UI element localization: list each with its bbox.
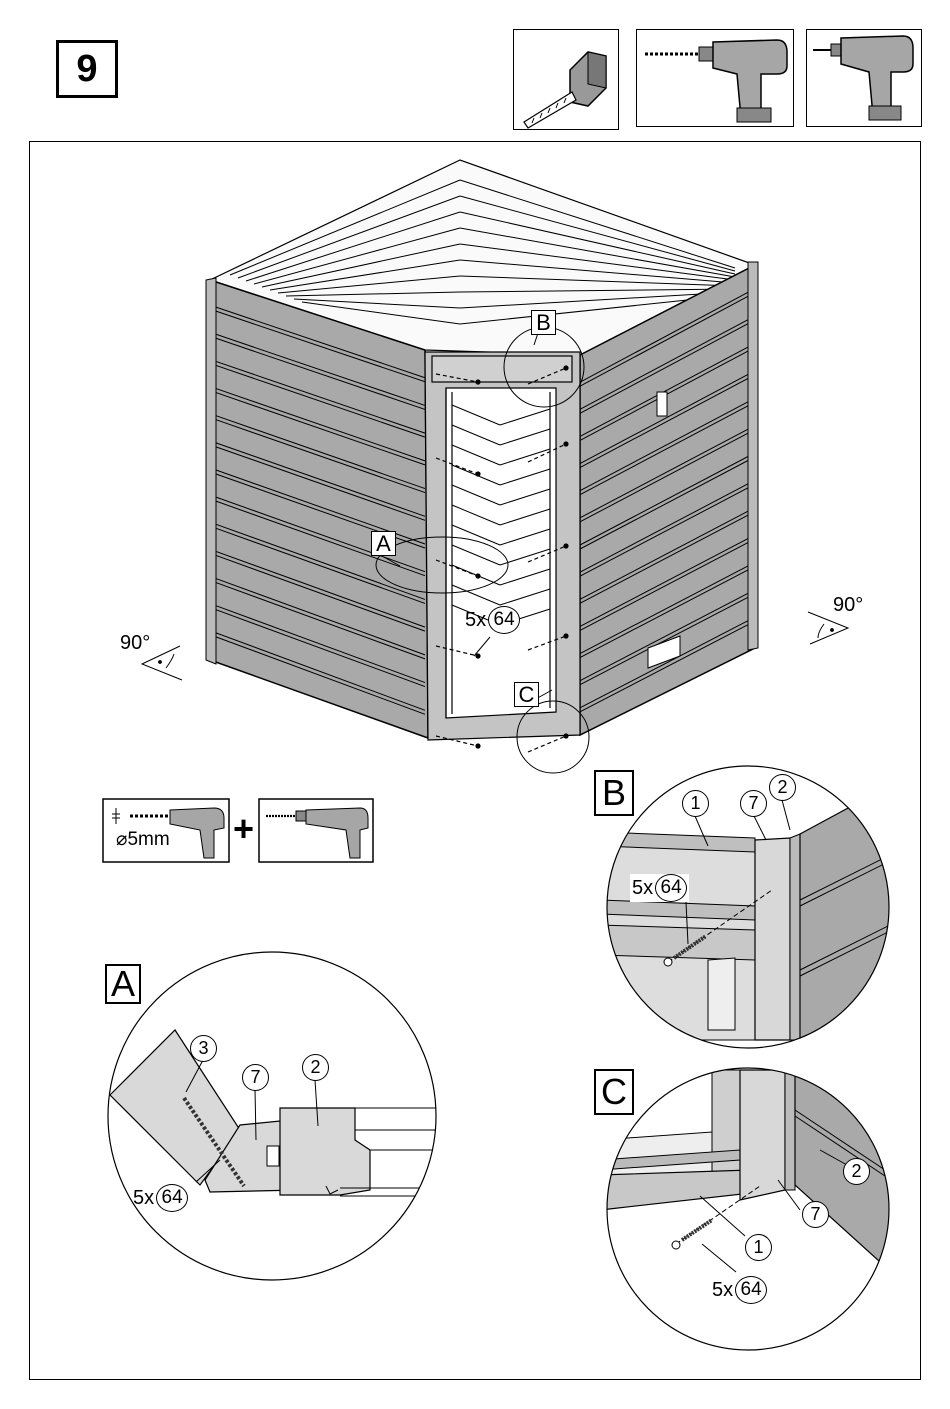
screw-head [476,472,480,476]
detail-a-screw-quantity: 5x 64 [133,1184,188,1212]
main-screw-count: 5x [465,609,486,632]
detail-c-part-label-1: 1 [745,1234,772,1261]
angle-label-left: 90° [120,632,150,655]
door-frame [425,352,580,740]
detail-b-part-label-1: 1 [682,790,709,817]
screw-guide-line [528,736,566,752]
detail-a-screw-count: 5x [133,1187,154,1210]
detail-b-part-label-7: 7 [740,790,767,817]
drill-diameter-label: ⌀5mm [116,828,170,851]
detail-a-part-label-3: 3 [190,1035,217,1062]
detail-b-part-7 [755,838,790,1040]
detail-b-screw-count: 5x [632,877,653,900]
detail-a-part-label-7: 7 [242,1064,269,1091]
screw-head [476,574,480,578]
detail-c-screw-count: 5x [712,1279,733,1302]
main-screw-part: 64 [488,606,520,634]
detail-c-title: C [594,1069,634,1115]
callout-label-a: A [371,531,396,556]
plus-sign: + [233,808,254,850]
callout-label-c: C [514,682,539,707]
detail-b-part-label-2: 2 [769,774,796,801]
right-corner-post [748,262,758,650]
detail-c-part-label-2: 2 [843,1158,870,1185]
detail-b-title: B [594,770,634,816]
detail-c-screw-part: 64 [735,1276,767,1304]
screw-head [564,366,568,370]
screw-head [564,734,568,738]
left-corner-post [206,278,216,664]
screw-head [564,634,568,638]
screw-head [476,744,480,748]
detail-c-screw-quantity: 5x 64 [712,1276,767,1304]
detail-a-title: A [105,964,141,1004]
detail-b-screw-part: 64 [655,874,687,902]
screw-head [476,380,480,384]
screw-head [564,442,568,446]
detail-c-part-label-7: 7 [802,1201,829,1228]
right-wall-vent [657,392,667,416]
detail-a-screw-part: 64 [156,1184,188,1212]
main-screw-quantity: 5x 64 [465,606,520,634]
angle-label-right: 90° [833,594,863,617]
detail-a-part-label-2: 2 [302,1054,329,1081]
screw-head [564,544,568,548]
callout-label-b: B [531,310,556,335]
detail-b-screw-quantity: 5x 64 [630,874,689,902]
left-wall [210,280,428,738]
screw-head [476,654,480,658]
detail-c-circle [600,1060,900,1360]
